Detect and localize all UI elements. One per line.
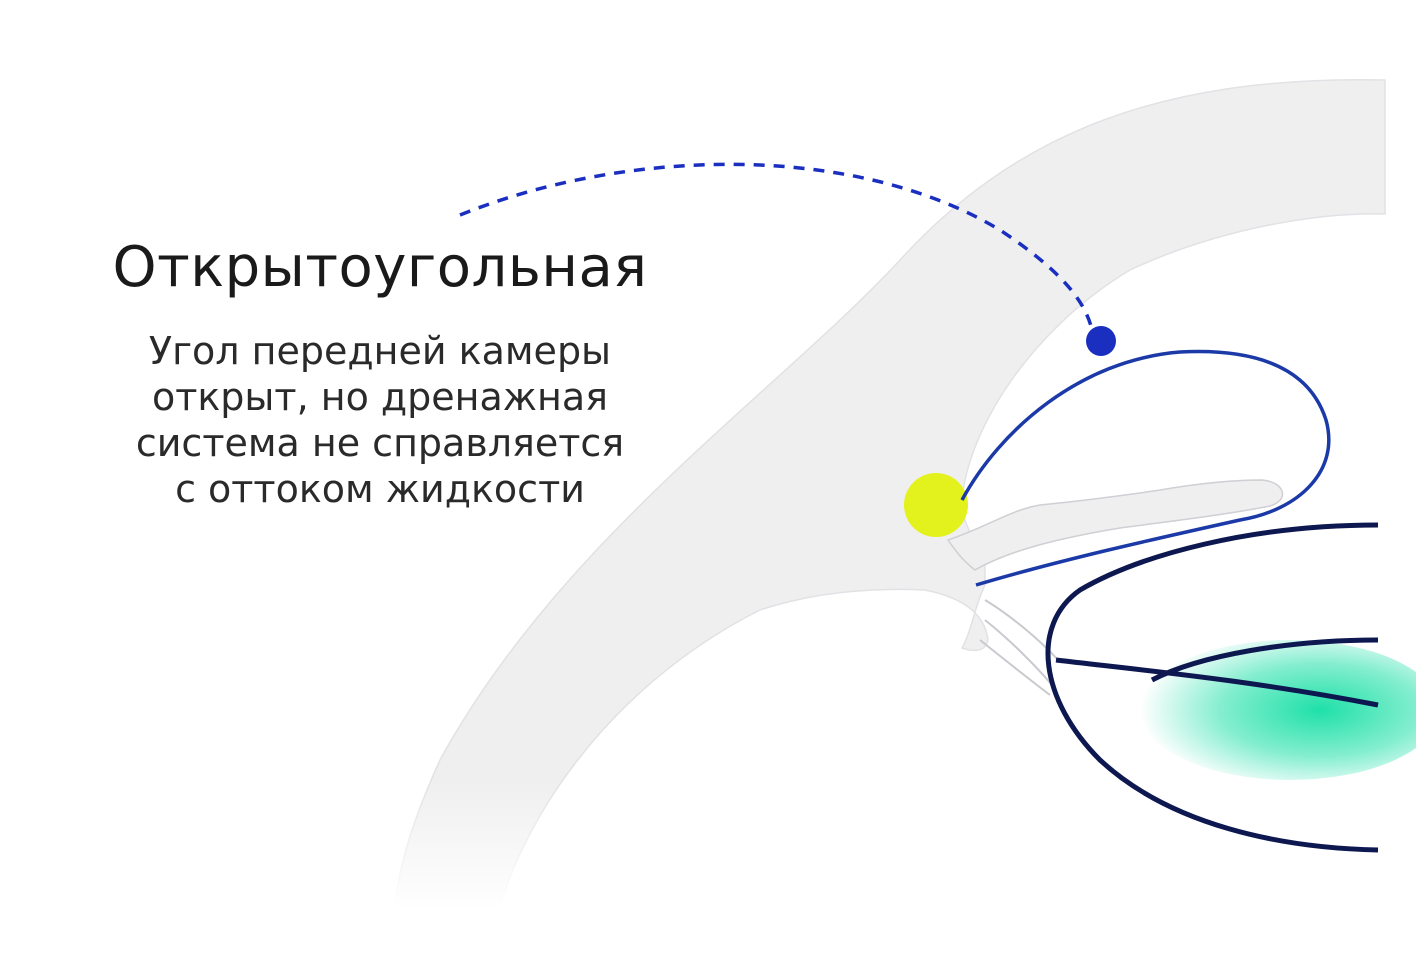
diagram-description: Угол передней камеры открыт, но дренажна…	[60, 328, 700, 512]
cornea-sclera-band	[394, 78, 1386, 906]
description-line: система не справляется	[135, 421, 625, 465]
aqueous-flow-line	[960, 349, 1331, 587]
pointer-dot	[1086, 326, 1116, 356]
lens-inner-line	[1055, 657, 1379, 708]
lens-glow	[1140, 640, 1416, 780]
description-line: открыт, но дренажная	[151, 375, 609, 419]
zonule-fibers	[979, 599, 1059, 696]
drainage-angle-marker	[904, 473, 968, 537]
lens-outline	[1045, 522, 1379, 853]
diagram-title: Открытоугольная	[112, 235, 648, 300]
pointer-dashed-line	[459, 162, 1094, 331]
description-line: Угол передней камеры	[148, 329, 612, 373]
iris-tissue	[946, 479, 1284, 571]
band-fade-bottom	[360, 780, 580, 910]
description-line: с оттоком жидкости	[175, 467, 585, 511]
lens-nucleus-line	[1150, 637, 1379, 683]
